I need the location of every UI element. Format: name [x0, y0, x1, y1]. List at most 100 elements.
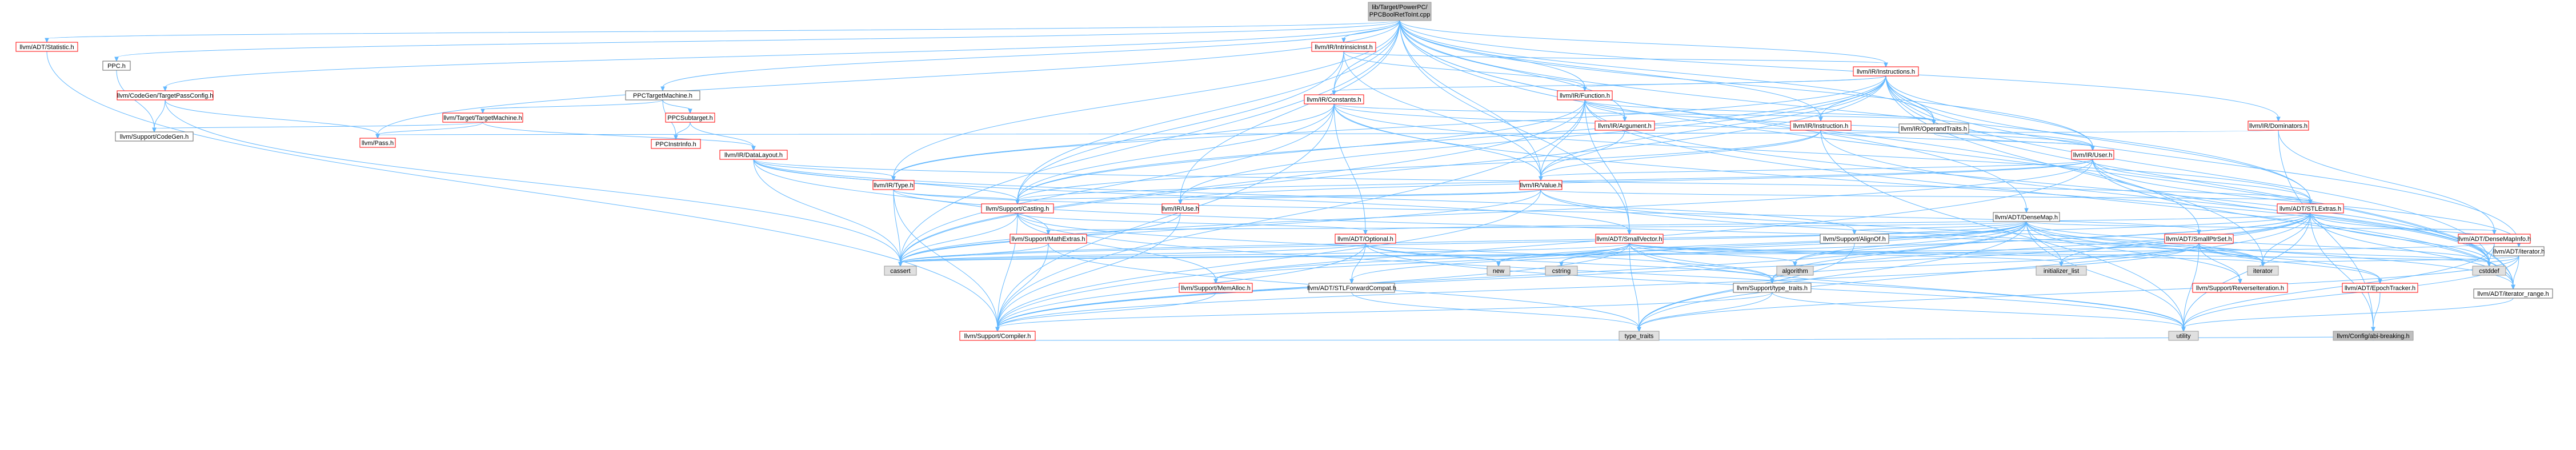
- edge-line: [1017, 103, 1335, 201]
- node-label: llvm/CodeGen/TargetPassConfig.h: [117, 93, 214, 99]
- graph-node-value[interactable]: llvm/IR/Value.h: [1519, 180, 1563, 190]
- graph-node-stlforwardcompat[interactable]: llvm/ADT/STLForwardCompat.h: [1307, 283, 1396, 293]
- node-label: llvm/Support/AlignOf.h: [1823, 236, 1885, 243]
- edge-arrowhead: [1046, 230, 1051, 235]
- node-box: [1335, 234, 1396, 244]
- graph-node-typetraitsh[interactable]: llvm/Support/type_traits.h: [1733, 283, 1812, 293]
- node-box: [1853, 66, 1919, 77]
- node-box: [1009, 234, 1087, 244]
- dependency-edge-ppcsubtarget-to-ppcinstrinfo: [674, 122, 691, 140]
- graph-node-argument[interactable]: llvm/IR/Argument.h: [1595, 120, 1655, 131]
- graph-node-instruction[interactable]: llvm/IR/Instruction.h: [1790, 120, 1852, 131]
- edge-line: [1215, 221, 2027, 280]
- graph-node-reverseiteration[interactable]: llvm/Support/ReverseIteration.h: [2192, 283, 2288, 293]
- graph-node-new: new: [1487, 266, 1511, 276]
- graph-node-target-tm[interactable]: llvm/Target/TargetMachine.h: [442, 112, 523, 123]
- graph-node-densemap[interactable]: llvm/ADT/DenseMap.h: [1993, 212, 2060, 222]
- dependency-edge-constants-to-type: [891, 103, 1335, 182]
- edge-line: [1017, 189, 1541, 201]
- node-box: [2333, 331, 2414, 341]
- graph-node-user[interactable]: llvm/IR/User.h: [2071, 150, 2114, 160]
- node-label: llvm/IR/OperandTraits.h: [1901, 126, 1967, 132]
- node-label: utility: [2176, 333, 2191, 340]
- node-box: [1595, 234, 1664, 244]
- dependency-edge-smallptrset-to-reverseiteration: [2198, 243, 2242, 284]
- graph-node-ppcsubtarget[interactable]: PPCSubtarget.h: [665, 112, 715, 123]
- edge-line: [893, 189, 901, 263]
- edge-arrowhead: [995, 327, 1000, 332]
- edge-arrowhead: [163, 86, 167, 92]
- edge-line: [900, 243, 1049, 263]
- graph-node-constants[interactable]: llvm/IR/Constants.h: [1304, 94, 1364, 105]
- dependency-edge-value-to-casting: [1015, 189, 1541, 205]
- graph-node-function[interactable]: llvm/IR/Function.h: [1557, 90, 1613, 101]
- graph-node-use[interactable]: llvm/IR/Use.h: [1161, 203, 1199, 214]
- graph-node-datalayout[interactable]: llvm/IR/DataLayout.h: [719, 150, 788, 160]
- edge-line: [154, 122, 483, 129]
- node-label: llvm/ADT/STLForwardCompat.h: [1307, 285, 1396, 292]
- graph-node-ppch[interactable]: PPC.h: [102, 61, 131, 71]
- edge-line: [1343, 20, 1400, 39]
- dependency-edge-stlforwardcompat-to-type_traits: [1351, 292, 1641, 332]
- node-box: [1311, 42, 1376, 52]
- graph-node-dominators[interactable]: llvm/IR/Dominators.h: [2248, 120, 2309, 131]
- node-box: [2164, 234, 2234, 244]
- graph-node-codegen-tpc[interactable]: llvm/CodeGen/TargetPassConfig.h: [117, 90, 214, 101]
- dependency-edge-use-to-compiler: [995, 212, 1181, 332]
- graph-node-codegenh[interactable]: llvm/Support/CodeGen.h: [115, 131, 194, 142]
- node-label: llvm/Pass.h: [362, 140, 394, 147]
- graph-node-casting[interactable]: llvm/Support/Casting.h: [981, 203, 1054, 214]
- node-label: llvm/Config/abi-breaking.h: [2337, 333, 2409, 340]
- dependency-edge-root-to-codegen_tpc: [163, 20, 1400, 92]
- edge-line: [997, 292, 1773, 328]
- graph-node-smallptrset[interactable]: llvm/ADT/SmallPtrSet.h: [2164, 234, 2234, 244]
- edge-line: [377, 20, 1400, 135]
- node-label: llvm/IR/Instructions.h: [1857, 69, 1915, 75]
- edge-line: [900, 20, 1400, 263]
- graph-node-epochtracker[interactable]: llvm/ADT/EpochTracker.h: [2342, 283, 2418, 293]
- dependency-edge-ppctm-to-target_tm: [480, 99, 663, 114]
- graph-node-alignof[interactable]: llvm/Support/AlignOf.h: [1820, 234, 1889, 244]
- graph-node-operandtraits[interactable]: llvm/IR/OperandTraits.h: [1898, 123, 1969, 134]
- node-label: llvm/ADT/Optional.h: [1337, 236, 1393, 243]
- edge-line: [2183, 212, 2311, 328]
- graph-node-iteratorh[interactable]: llvm/ADT/iterator.h: [2493, 246, 2545, 256]
- graph-node-ppctm[interactable]: PPCTargetMachine.h: [625, 90, 700, 101]
- graph-node-memalloc[interactable]: llvm/Support/MemAlloc.h: [1179, 283, 1253, 293]
- graph-node-compiler[interactable]: llvm/Support/Compiler.h: [959, 331, 1036, 341]
- edge-line: [1629, 243, 2184, 328]
- graph-node-intrinsicinst[interactable]: llvm/IR/IntrinsicInst.h: [1311, 42, 1376, 52]
- graph-node-instructions[interactable]: llvm/IR/Instructions.h: [1853, 66, 1919, 77]
- graph-node-type[interactable]: llvm/IR/Type.h: [872, 180, 915, 190]
- graph-node-ppcinstrinfo[interactable]: PPCInstrInfo.h: [651, 139, 701, 149]
- node-box: [1790, 120, 1852, 131]
- graph-node-optional[interactable]: llvm/ADT/Optional.h: [1335, 234, 1396, 244]
- node-box: [102, 61, 131, 71]
- node-label: llvm/Support/type_traits.h: [1737, 285, 1808, 292]
- edge-line: [900, 243, 1366, 263]
- edge-line: [2026, 221, 2184, 328]
- node-label: llvm/Support/Compiler.h: [964, 333, 1031, 340]
- graph-node-stlextras[interactable]: llvm/ADT/STLExtras.h: [2277, 203, 2344, 214]
- graph-node-pass[interactable]: llvm/Pass.h: [359, 138, 396, 148]
- graph-node-root[interactable]: lib/Target/PowerPC/PPCBoolRetToInt.cpp: [1368, 2, 1432, 21]
- edge-line: [165, 99, 378, 135]
- graph-node-smallvector[interactable]: llvm/ADT/SmallVector.h: [1595, 234, 1664, 244]
- node-label: algorithm: [1782, 268, 1808, 275]
- graph-node-mathextras[interactable]: llvm/Support/MathExtras.h: [1009, 234, 1087, 244]
- graph-node-iterator-range[interactable]: llvm/ADT/iterator_range.h: [2473, 288, 2553, 299]
- dependency-edge-root-to-ppctm: [660, 20, 1400, 92]
- edge-line: [1333, 103, 1934, 121]
- edge-line: [753, 159, 1855, 231]
- graph-node-densemapinfo[interactable]: llvm/ADT/DenseMapInfo.h: [2458, 234, 2531, 244]
- graph-node-statistic[interactable]: llvm/ADT/Statistic.h: [15, 42, 78, 52]
- dependency-edge-target_tm-to-datalayout: [482, 122, 756, 151]
- node-label: PPCSubtarget.h: [667, 115, 713, 122]
- dependency-edge-root-to-statistic: [45, 20, 1400, 43]
- edge-line: [1017, 212, 2184, 328]
- node-label: llvm/ADT/DenseMap.h: [1995, 214, 2058, 221]
- edge-line: [1399, 20, 1630, 231]
- node-label: llvm/IR/Dominators.h: [2249, 123, 2307, 130]
- dependency-edge-intrinsicinst-to-instructions: [1343, 51, 1888, 68]
